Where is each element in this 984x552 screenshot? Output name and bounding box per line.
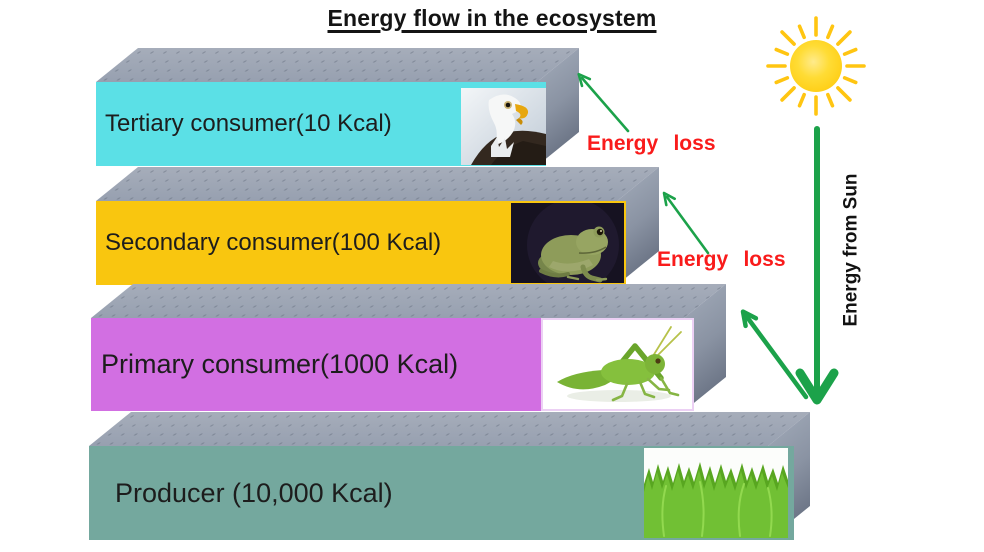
sun-rays: [766, 16, 866, 116]
level-label: Tertiary consumer(10 Kcal): [105, 110, 392, 137]
energy-from-sun-arrow: [795, 126, 839, 405]
bar-front-face: Producer (10,000 Kcal): [89, 446, 794, 540]
bar-front-face: Primary consumer(1000 Kcal): [91, 318, 694, 411]
energy-loss-arrow-lower: [662, 191, 710, 255]
bar-front-face: Tertiary consumer(10 Kcal): [96, 82, 546, 166]
sun-icon: [766, 16, 866, 116]
grasshopper-image: [541, 318, 694, 411]
frog-image: [511, 203, 624, 283]
bar-front-face: Secondary consumer(100 Kcal): [96, 201, 626, 285]
page-title: Energy flow in the ecosystem: [327, 5, 657, 31]
energy-from-sun-label: Energy from Sun: [840, 173, 862, 327]
eagle-image: [461, 88, 546, 165]
bar-top-face: [91, 284, 727, 318]
bar-top-face: [96, 48, 580, 82]
producer-energy-arrow: [740, 309, 809, 400]
energy-loss-label-lower: Energy loss: [657, 248, 786, 271]
level-label: Producer (10,000 Kcal): [115, 477, 393, 508]
level-label: Secondary consumer(100 Kcal): [105, 229, 442, 256]
bar-top-face: [89, 412, 811, 446]
bar-top-face: [96, 167, 660, 201]
level-label: Primary consumer(1000 Kcal): [101, 349, 459, 379]
energy-loss-arrow-upper: [577, 72, 630, 133]
grass-image: [644, 448, 788, 538]
energy-loss-label-upper: Energy loss: [587, 132, 716, 155]
sun-disc: [790, 40, 842, 92]
